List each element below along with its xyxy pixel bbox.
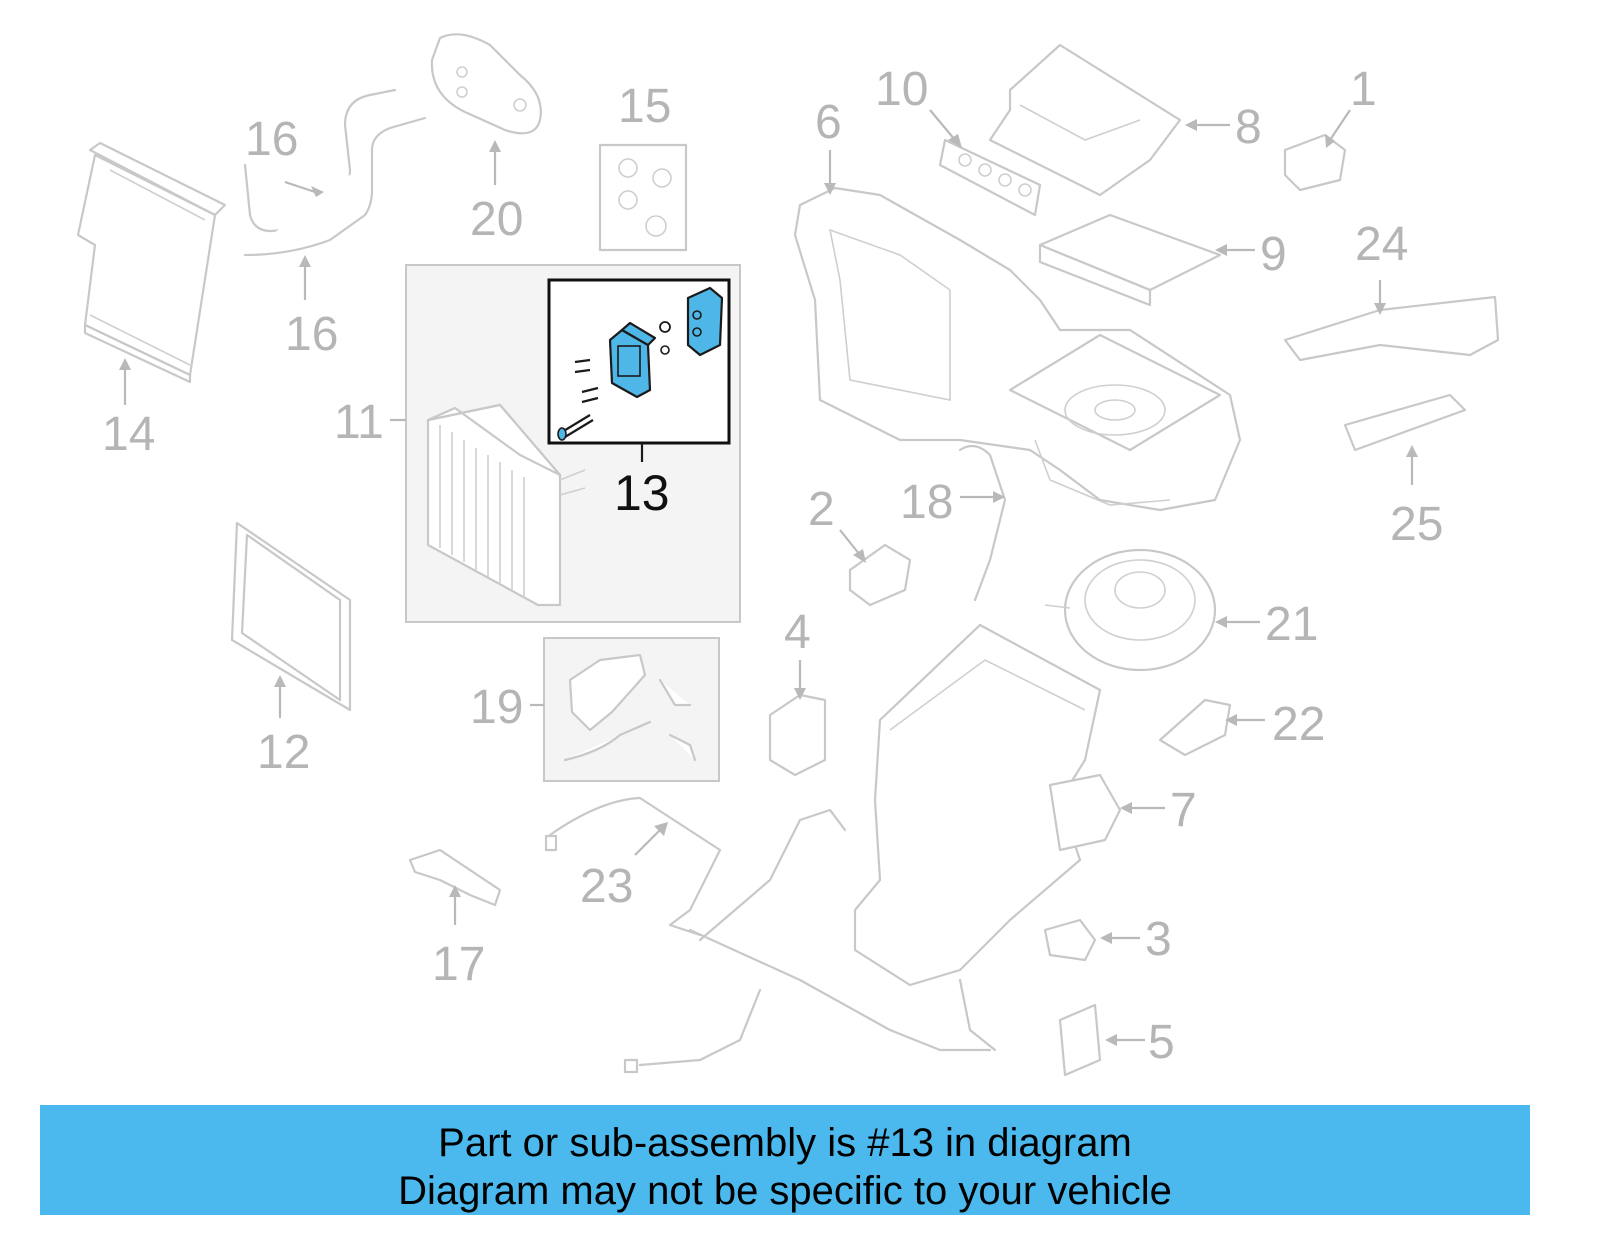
footer-line-1: Part or sub-assembly is #13 in diagram xyxy=(438,1121,1132,1165)
part-13-highlighted-assembly xyxy=(547,278,731,462)
callout-23: 23 xyxy=(580,860,633,913)
part-12-gasket-frame xyxy=(230,521,352,712)
callout-7: 7 xyxy=(1170,784,1197,837)
callout-12: 12 xyxy=(257,726,310,779)
part-16-pipes xyxy=(243,88,427,257)
callout-25: 25 xyxy=(1390,498,1443,551)
leader-lines xyxy=(119,109,1418,1046)
callout-19: 19 xyxy=(470,681,523,734)
part-17-bracket xyxy=(408,848,502,907)
callout-16-bottom: 16 xyxy=(285,308,338,361)
part-25-trim xyxy=(1343,393,1467,452)
callout-10: 10 xyxy=(875,63,928,116)
callout-2: 2 xyxy=(808,483,835,536)
part-22-actuator xyxy=(1158,698,1232,757)
callout-4: 4 xyxy=(784,606,811,659)
footer-banner: Part or sub-assembly is #13 in diagram D… xyxy=(40,1105,1530,1215)
callout-21: 21 xyxy=(1265,598,1318,651)
callout-3: 3 xyxy=(1145,913,1172,966)
callout-22: 22 xyxy=(1272,698,1325,751)
part-18-sensor-wire xyxy=(958,444,1007,602)
part-19-actuator-box xyxy=(543,637,720,782)
part-10-seal-strip xyxy=(938,138,1042,217)
callout-24: 24 xyxy=(1355,218,1408,271)
part-20-gasket xyxy=(430,33,542,135)
callout-14: 14 xyxy=(102,408,155,461)
part-7-lower-housing xyxy=(853,623,1122,987)
part-15-seals xyxy=(598,143,688,252)
part-4-bracket xyxy=(768,693,827,777)
part-1-sensor xyxy=(1283,133,1347,192)
part-5-bracket xyxy=(1058,1003,1102,1077)
part-6-hvac-housing xyxy=(793,186,1242,512)
part-24-duct xyxy=(1283,295,1500,362)
callout-11: 11 xyxy=(334,396,384,449)
callout-13: 13 xyxy=(614,465,670,521)
part-14-heater-core xyxy=(76,141,227,384)
callout-15: 15 xyxy=(618,80,671,133)
part-8-filter-housing xyxy=(988,43,1182,197)
footer-line-2: Diagram may not be specific to your vehi… xyxy=(398,1169,1172,1213)
callout-6: 6 xyxy=(815,96,842,149)
callout-1: 1 xyxy=(1350,63,1377,116)
part-23-wiring-harness xyxy=(544,796,997,1074)
callout-5: 5 xyxy=(1148,1016,1175,1069)
callout-17: 17 xyxy=(432,938,485,991)
part-3-servo xyxy=(1043,918,1097,962)
callout-9: 9 xyxy=(1260,228,1287,281)
callout-8: 8 xyxy=(1235,101,1262,154)
callout-20: 20 xyxy=(470,193,523,246)
callout-16-top: 16 xyxy=(245,113,298,166)
callout-18: 18 xyxy=(900,476,953,529)
callout-labels: 1 2 3 4 5 6 7 8 9 10 11 12 13 14 15 16 1… xyxy=(102,63,1443,1069)
part-21-blower-motor xyxy=(1044,548,1217,672)
part-9-cabin-filter xyxy=(1038,213,1222,307)
